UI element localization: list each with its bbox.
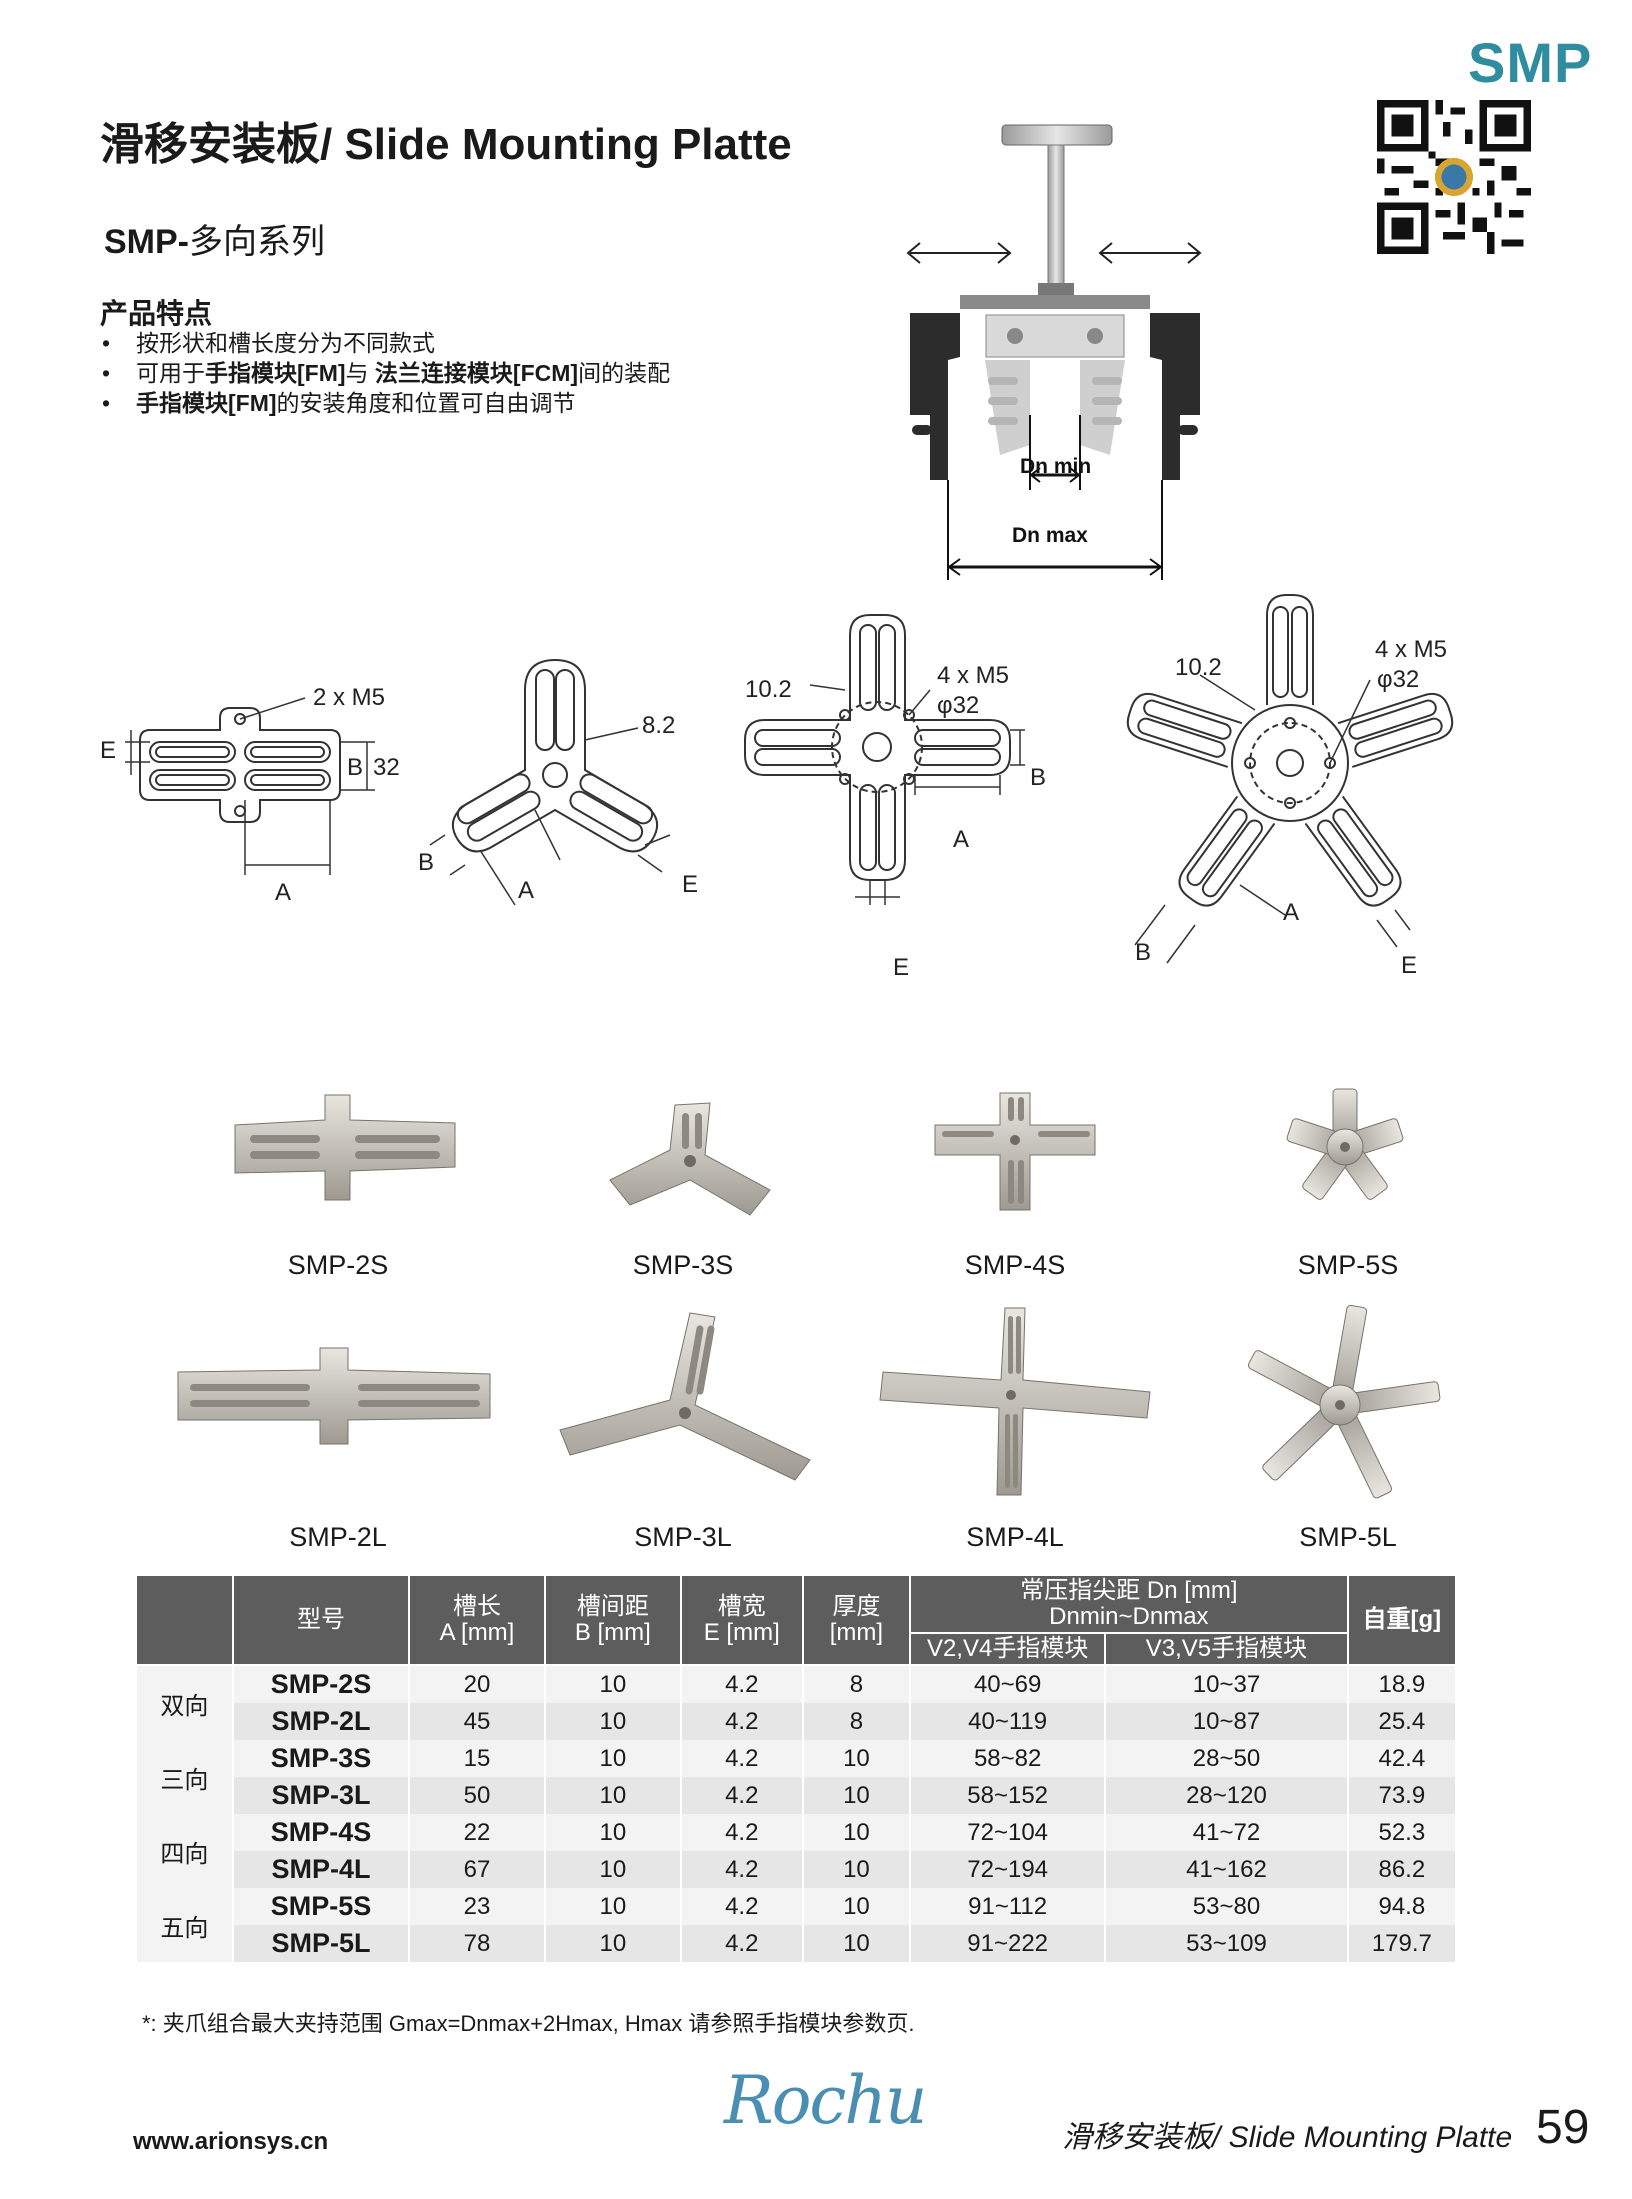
svg-text:32: 32 — [373, 754, 400, 781]
svg-text:4 x M5: 4 x M5 — [937, 662, 1009, 689]
rochu-logo: Rochu — [724, 2062, 927, 2139]
photo-label: SMP-3S — [632, 1250, 734, 1280]
photo-smp-3l — [559, 1312, 811, 1481]
photo-label: SMP-4L — [966, 1522, 1064, 1552]
group-label: 三向 — [135, 1740, 234, 1814]
qr-code — [1377, 100, 1531, 254]
photo-label: SMP-2L — [289, 1522, 387, 1552]
svg-text:8.2: 8.2 — [642, 712, 675, 739]
photo-label: SMP-5S — [1297, 1250, 1399, 1280]
photo-label: SMP-4S — [964, 1250, 1066, 1280]
table-row: 双向 SMP-2S 20 10 4.2 8 40~69 10~37 18.9 — [135, 1665, 1458, 1740]
feature-item: 按形状和槽长度分为不同款式 — [100, 328, 670, 358]
svg-text:B: B — [418, 849, 434, 876]
photo-smp-2s — [234, 1094, 456, 1201]
group-label: 五向 — [135, 1888, 234, 1962]
photo-label: SMP-3L — [634, 1522, 732, 1552]
table-row: 五向 SMP-5S 23 10 4.2 10 91~112 53~80 94.8 — [135, 1888, 1458, 1962]
svg-text:E: E — [100, 737, 116, 764]
table-row: 四向 SMP-4S 22 10 4.2 10 72~104 41~72 52.3 — [135, 1814, 1458, 1888]
drawing-smp-5: 10.2 4 x M5 φ32 A B E — [1126, 594, 1454, 979]
svg-text:φ32: φ32 — [1377, 666, 1419, 693]
table-row: SMP-4L 67 10 4.2 10 72~194 41~162 86.2 — [136, 1851, 1458, 1888]
series-code: SMP- — [104, 223, 189, 261]
series-subtitle: SMP-多向系列 — [104, 214, 325, 263]
svg-text:B: B — [1030, 764, 1046, 791]
svg-text:10.2: 10.2 — [1175, 654, 1222, 681]
svg-text:10.2: 10.2 — [745, 676, 792, 703]
col-weight: 自重[g] — [1346, 1574, 1458, 1666]
svg-text:A: A — [518, 877, 534, 904]
table-row: SMP-3L 50 10 4.2 10 58~152 28~120 73.9 — [136, 1777, 1458, 1814]
svg-text:B: B — [347, 754, 363, 781]
col-dn-group: 常压指尖距 Dn [mm]Dnmin~Dnmax — [909, 1574, 1349, 1634]
photo-smp-4s — [934, 1092, 1096, 1211]
photo-smp-5l — [1247, 1304, 1441, 1499]
photo-label: SMP-5L — [1299, 1522, 1397, 1552]
col-model: 型号 — [231, 1574, 411, 1666]
dn-max-label: Dn max — [1012, 524, 1088, 547]
photo-label: SMP-2S — [287, 1250, 389, 1280]
svg-text:A: A — [953, 826, 969, 853]
col-thickness: 厚度[mm] — [801, 1574, 912, 1666]
group-label: 双向 — [135, 1665, 234, 1740]
svg-text:E: E — [1401, 952, 1417, 979]
svg-text:E: E — [893, 954, 909, 981]
svg-text:B: B — [1135, 939, 1151, 966]
feature-item: 可用于手指模块[FM]与 法兰连接模块[FCM]间的装配 — [100, 358, 670, 388]
group-label: 四向 — [135, 1814, 234, 1888]
series-name: 多向系列 — [189, 223, 325, 261]
website-link[interactable]: www.arionsys.cn — [133, 2128, 329, 2155]
table-row: 三向 SMP-3S 15 10 4.2 10 58~82 28~50 42.4 — [135, 1740, 1458, 1814]
photo-smp-5s — [1286, 1088, 1404, 1200]
features-heading: 产品特点 — [100, 298, 213, 329]
svg-text:A: A — [1283, 899, 1299, 926]
svg-text:4 x M5: 4 x M5 — [1375, 636, 1447, 663]
photo-smp-3s — [609, 1102, 771, 1216]
table-header-row: V2,V4手指模块 V3,V5手指模块 — [136, 1632, 1456, 1666]
svg-text:E: E — [682, 871, 698, 898]
gripper-assembly-illustration: Dn min Dn max — [906, 124, 1202, 580]
dn-min-label: Dn min — [1020, 455, 1091, 478]
col-v3-v5: V3,V5手指模块 — [1104, 1632, 1349, 1666]
feature-item: 手指模块[FM]的安装角度和位置可自由调节 — [100, 388, 670, 418]
drawing-smp-2: 2 x M5 B 32 E A — [100, 684, 400, 906]
drawing-smp-3: 8.2 B A E — [418, 658, 698, 906]
photo-smp-2l — [177, 1347, 491, 1445]
svg-text:φ32: φ32 — [937, 692, 979, 719]
footnote: *: 夹爪组合最大夹持范围 Gmax=Dnmax+2Hmax, Hmax 请参照… — [142, 2011, 915, 2036]
footer-title: 滑移安装板/ Slide Mounting Platte — [1062, 2121, 1513, 2154]
table-row: SMP-2L 45 10 4.2 8 40~119 10~87 25.4 — [136, 1703, 1458, 1740]
features-list: 按形状和槽长度分为不同款式 可用于手指模块[FM]与 法兰连接模块[FCM]间的… — [100, 328, 670, 418]
svg-text:A: A — [275, 879, 291, 906]
brand-tag: SMP — [1468, 31, 1593, 94]
col-v2-v4: V2,V4手指模块 — [909, 1632, 1107, 1666]
table-row: SMP-5L 78 10 4.2 10 91~222 53~109 179.7 — [136, 1925, 1458, 1962]
drawing-smp-4: 10.2 4 x M5 φ32 B A E — [744, 614, 1046, 981]
svg-text:2 x M5: 2 x M5 — [313, 684, 385, 711]
photo-smp-4l — [879, 1307, 1151, 1496]
page-title: 滑移安装板/ Slide Mounting Platte — [100, 120, 792, 169]
page-number: 59 — [1536, 2101, 1590, 2154]
